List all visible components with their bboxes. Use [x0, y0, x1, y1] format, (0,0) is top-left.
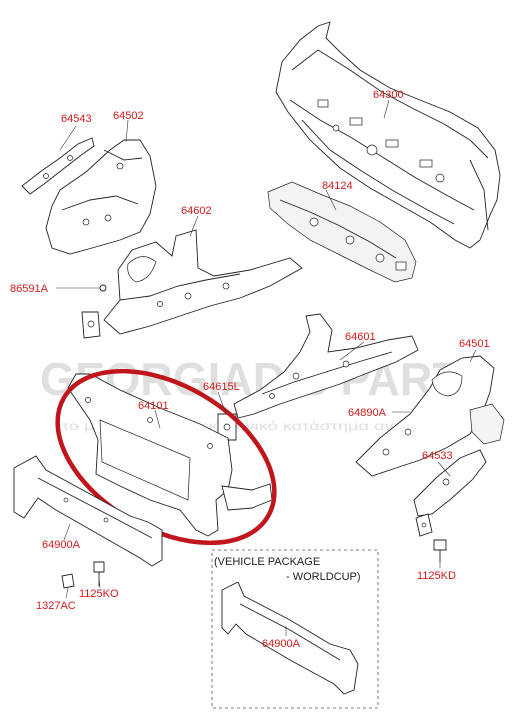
package-labels: (VEHICLE PACKAGE - WORLDCUP) [214, 552, 366, 583]
part-64502-drawing [45, 139, 157, 255]
part-64533-drawing [413, 449, 487, 537]
label-84124[interactable]: 84124 [322, 180, 353, 192]
part-64300-drawing [275, 21, 501, 249]
part-86591A-drawing [81, 284, 107, 339]
part-64602-drawing [103, 229, 303, 335]
part-labels: 64300 64543 64502 84124 64602 86591A 646… [10, 89, 490, 650]
label-1125KD[interactable]: 1125KD [417, 570, 456, 582]
label-64602[interactable]: 64602 [181, 205, 212, 217]
leader-lines [56, 99, 477, 636]
label-1125KO[interactable]: 1125KO [79, 588, 119, 600]
part-64601-drawing [233, 313, 419, 419]
part-64101-drawing [67, 373, 273, 537]
label-64615L[interactable]: 64615L [203, 381, 240, 393]
package-line-1: (VEHICLE PACKAGE [214, 556, 320, 568]
label-64300[interactable]: 64300 [373, 89, 404, 101]
fastener-1125KD-drawing [433, 539, 447, 562]
part-64543-drawing [21, 137, 95, 195]
label-64543[interactable]: 64543 [61, 113, 92, 125]
fasteners-front [61, 561, 105, 589]
label-64502[interactable]: 64502 [113, 110, 144, 122]
part-64501-drawing [355, 355, 505, 477]
label-64890A[interactable]: 64890A [348, 407, 387, 419]
label-64601[interactable]: 64601 [345, 331, 376, 343]
vehicle-package-box [211, 549, 379, 709]
part-64900A-drawing [13, 455, 163, 567]
label-64501[interactable]: 64501 [459, 338, 490, 350]
label-86591A[interactable]: 86591A [10, 283, 49, 295]
package-line-2: - WORLDCUP) [286, 571, 361, 583]
label-64101[interactable]: 64101 [138, 400, 169, 412]
label-64900A-package[interactable]: 64900A [262, 638, 301, 650]
label-64900A[interactable]: 64900A [42, 539, 81, 551]
label-1327AC[interactable]: 1327AC [36, 600, 76, 612]
label-64533[interactable]: 64533 [422, 450, 453, 462]
